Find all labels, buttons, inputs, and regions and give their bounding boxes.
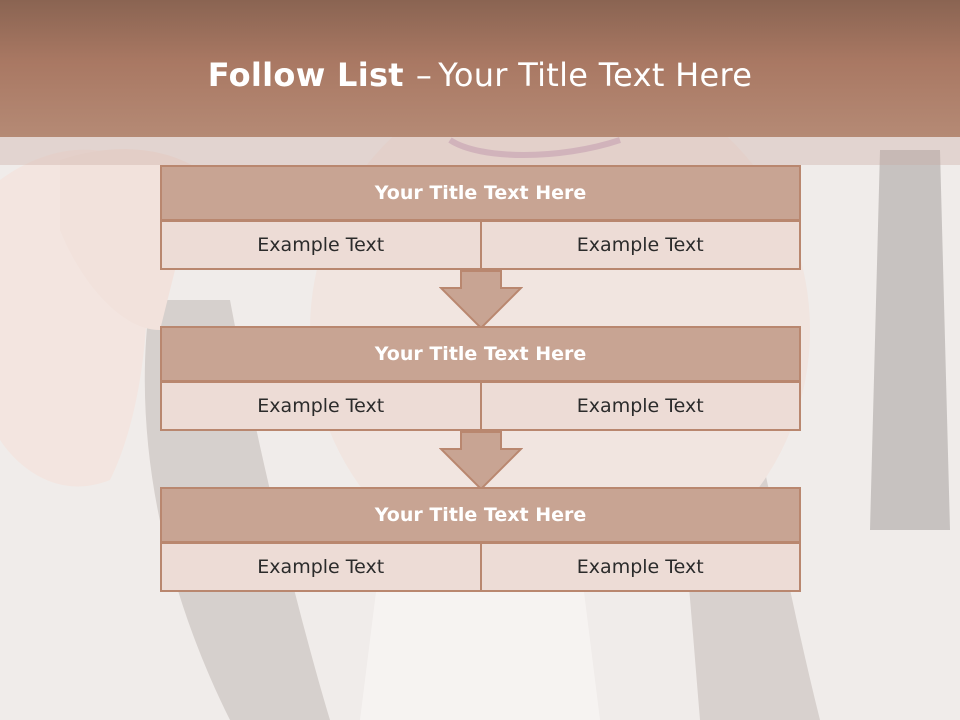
block-cell-left: Example Text [160,381,482,431]
slide-title: Follow List–Your Title Text Here [0,56,960,94]
block-title: Your Title Text Here [160,487,801,543]
slide-title-separator: – [415,56,433,94]
block-cell-right: Example Text [479,381,801,431]
block-row: Example Text Example Text [160,381,801,431]
title-band-shadow [0,137,960,165]
title-band [0,0,960,137]
follow-block-2: Your Title Text Here Example Text Exampl… [160,326,801,431]
slide-title-bold: Follow List [207,56,404,94]
block-cell-left: Example Text [160,220,482,270]
block-cell-right: Example Text [479,542,801,592]
block-title: Your Title Text Here [160,326,801,382]
block-row: Example Text Example Text [160,542,801,592]
block-row: Example Text Example Text [160,220,801,270]
follow-block-3: Your Title Text Here Example Text Exampl… [160,487,801,592]
down-arrow-icon [439,431,523,491]
slide-title-rest: Your Title Text Here [438,56,753,94]
down-arrow-icon [439,270,523,330]
follow-block-1: Your Title Text Here Example Text Exampl… [160,165,801,270]
block-cell-left: Example Text [160,542,482,592]
block-title: Your Title Text Here [160,165,801,221]
block-cell-right: Example Text [479,220,801,270]
